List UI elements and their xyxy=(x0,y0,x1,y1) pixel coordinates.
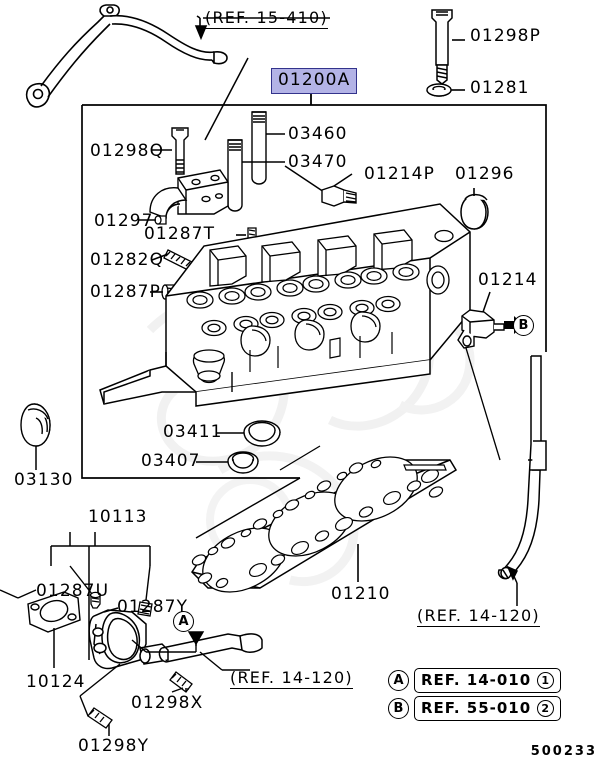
callout-01298Q[interactable]: 01298Q xyxy=(90,141,165,161)
cylinder-head xyxy=(99,203,471,407)
water-hose xyxy=(158,633,263,663)
callout-01210[interactable]: 01210 xyxy=(331,584,391,604)
leader-box-hose xyxy=(204,57,249,141)
callout-01287P[interactable]: 01287P xyxy=(90,282,161,302)
head-gasket-01210 xyxy=(191,456,458,593)
bolt-01298P xyxy=(431,9,453,85)
dowel-03470 xyxy=(227,139,243,212)
bolt-01298Q xyxy=(171,127,189,175)
legend-key-A: A xyxy=(388,670,409,691)
callout-01298X[interactable]: 01298X xyxy=(131,693,204,713)
callout-03407[interactable]: 03407 xyxy=(141,451,201,471)
leader-01298X-b xyxy=(171,687,184,693)
legend-box-A[interactable]: REF. 14-010 1 xyxy=(414,668,562,693)
leader-01282Q xyxy=(151,253,169,261)
bolt-01298Y xyxy=(87,707,113,729)
leader-01214P xyxy=(333,173,353,187)
leader-ref-14120-hose2 xyxy=(199,651,223,671)
fitting-01214 xyxy=(457,309,505,349)
coolant-pipe-right xyxy=(497,355,547,580)
callout-03460[interactable]: 03460 xyxy=(288,124,348,144)
marker-A-on-hose[interactable]: A xyxy=(173,611,194,632)
ref-14-120-hose: (REF. 14-120) xyxy=(230,668,353,689)
legend-box-B[interactable]: REF. 55-010 2 xyxy=(414,696,562,721)
washer-01281 xyxy=(426,83,452,97)
leader-fitting-pipe xyxy=(465,347,501,461)
callout-01281[interactable]: 01281 xyxy=(470,78,530,98)
oring-03411 xyxy=(243,420,281,447)
legend-key-B: B xyxy=(388,698,409,719)
water-inlet-housing xyxy=(88,607,169,670)
seal-03130 xyxy=(20,403,51,447)
arrow-ref-14-120-right xyxy=(506,565,519,606)
bolt-01297 xyxy=(154,215,167,225)
leader-01287Y xyxy=(145,565,151,601)
callout-01287T[interactable]: 01287T xyxy=(144,224,216,244)
gasket-10124 xyxy=(27,591,81,633)
callout-03130[interactable]: 03130 xyxy=(14,470,74,490)
callout-01298Y[interactable]: 01298Y xyxy=(78,736,150,756)
callout-01296[interactable]: 01296 xyxy=(455,164,515,184)
marker-B-on-head[interactable]: B xyxy=(513,315,534,336)
legend-num-A: 1 xyxy=(537,671,555,689)
leader-01214 xyxy=(482,291,491,313)
group-box xyxy=(81,104,547,479)
callout-01214[interactable]: 01214 xyxy=(478,270,538,290)
camshaft-bearing-cap xyxy=(149,169,229,220)
arrow-ref-15-410 xyxy=(194,15,330,41)
callout-01214P[interactable]: 01214P xyxy=(364,164,435,184)
ref-14-120-pipe: (REF. 14-120) xyxy=(417,606,540,627)
highlighted-part-label[interactable]: 01200A xyxy=(271,68,358,94)
dowel-01287Y xyxy=(137,601,153,617)
leader-gasket-edge xyxy=(0,589,19,599)
callout-03411[interactable]: 03411 xyxy=(163,422,223,442)
leader-10113-gasket xyxy=(195,477,301,539)
legend-text-B: REF. 55-010 xyxy=(421,699,532,717)
ref-15-410: (REF. 15-410) xyxy=(205,8,328,29)
leader-ring-head xyxy=(279,445,321,471)
legend-row-B: B REF. 55-010 2 xyxy=(388,696,562,721)
oring-03407 xyxy=(227,451,259,474)
plug-01296 xyxy=(460,193,489,230)
callout-01298P[interactable]: 01298P xyxy=(470,26,541,46)
leader-01298Y-b xyxy=(79,695,89,717)
leader-01287U xyxy=(69,565,93,595)
arrow-A-hose xyxy=(131,631,205,653)
callout-03470[interactable]: 03470 xyxy=(288,152,348,172)
callout-10113[interactable]: 10113 xyxy=(88,507,148,527)
bracket-10113 xyxy=(50,532,151,660)
leader-01298Y-c xyxy=(79,663,121,697)
callout-01297[interactable]: 01297 xyxy=(94,211,154,231)
leader-gasket-edge2 xyxy=(17,589,37,599)
callout-01282Q[interactable]: 01282Q xyxy=(90,250,165,270)
drawing-number: 500233 xyxy=(530,744,597,759)
dowel-03460 xyxy=(251,111,267,185)
callout-01287U[interactable]: 01287U xyxy=(36,581,110,601)
legend-text-A: REF. 14-010 xyxy=(421,671,532,689)
plug-01214P xyxy=(321,185,357,207)
oil-feed-pipe xyxy=(25,4,228,108)
callout-10124[interactable]: 10124 xyxy=(26,672,86,692)
plug-01287U xyxy=(89,591,102,609)
callout-01287Y[interactable]: 01287Y xyxy=(117,597,189,617)
legend-num-B: 2 xyxy=(537,699,555,717)
legend-row-A: A REF. 14-010 1 xyxy=(388,668,562,693)
